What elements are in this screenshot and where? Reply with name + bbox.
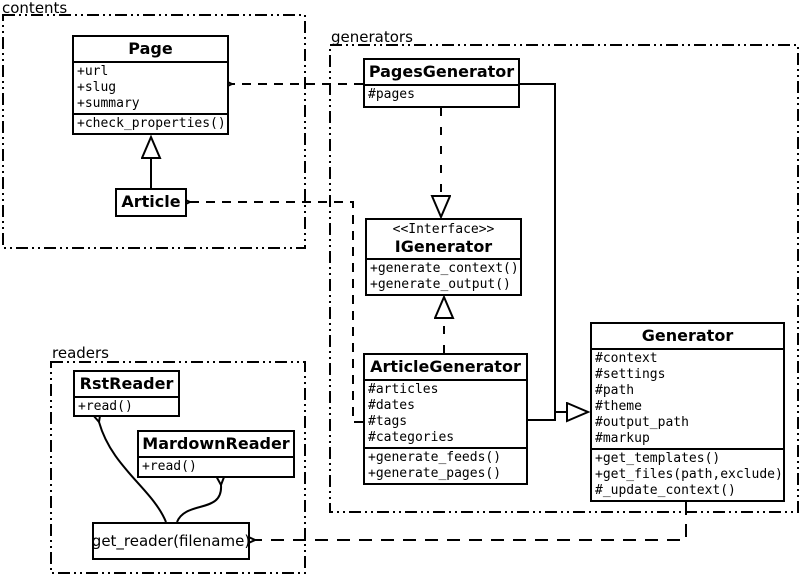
class-igenerator: <<Interface>> IGenerator +generate_conte… <box>365 218 522 296</box>
member-line: +generate_context() <box>370 261 519 276</box>
member-line: +slug <box>77 80 117 95</box>
member-line: #settings <box>595 367 666 382</box>
class-articlegenerator-methods: +generate_feeds()+generate_pages() <box>365 447 526 483</box>
member-line: +read() <box>78 399 133 414</box>
class-article: Article <box>115 188 187 217</box>
class-pagesgenerator-title: PagesGenerator <box>368 62 515 81</box>
class-igenerator-title: <<Interface>> IGenerator <box>367 220 520 258</box>
member-line: +generate_feeds() <box>368 450 502 465</box>
class-mardownreader: MardownReader +read() <box>137 430 295 478</box>
member-line: #dates <box>368 398 415 413</box>
function-get-reader: get_reader(filename) <box>92 522 250 560</box>
member-line: #pages <box>368 87 415 102</box>
member-line: +get_files(path,exclude) <box>595 467 783 482</box>
package-label-generators: generators <box>331 28 413 46</box>
class-articlegenerator-title: ArticleGenerator <box>370 357 521 376</box>
edge-articlegenerator-inherits-generator <box>528 410 556 421</box>
class-igenerator-stereotype: <<Interface>> <box>392 222 495 237</box>
class-page-methods: +check_properties() <box>74 113 227 133</box>
member-line: #categories <box>368 430 455 445</box>
member-line: #output_path <box>595 415 689 430</box>
class-generator-attributes: #context#settings#path#theme#output_path… <box>592 348 783 448</box>
edge-articlegenerator-depends-article <box>190 202 363 423</box>
edge-pagesgenerator-inherits-generator <box>520 83 567 412</box>
class-mardownreader-methods: +read() <box>139 456 293 476</box>
class-pagesgenerator-attributes: #pages <box>365 84 518 104</box>
class-page: Page +url+slug+summary +check_properties… <box>72 35 229 135</box>
member-line: #path <box>595 383 635 398</box>
edge-getreader-calls-rstreader <box>99 422 167 523</box>
package-label-readers: readers <box>52 344 109 362</box>
member-line: +check_properties() <box>77 116 226 131</box>
member-line: +get_templates() <box>595 451 721 466</box>
member-line: +generate_pages() <box>368 466 502 481</box>
class-rstreader: RstReader +read() <box>73 370 180 417</box>
function-get-reader-label: get_reader(filename) <box>91 532 251 550</box>
member-line: #theme <box>595 399 642 414</box>
class-page-attributes: +url+slug+summary <box>74 61 227 113</box>
class-pagesgenerator: PagesGenerator #pages <box>363 58 520 108</box>
class-rstreader-methods: +read() <box>75 396 178 415</box>
class-page-title: Page <box>128 39 173 58</box>
class-igenerator-methods: +generate_context()+generate_output() <box>367 258 520 294</box>
member-line: #articles <box>368 382 439 397</box>
class-generator-title: Generator <box>641 326 734 345</box>
class-generator: Generator #context#settings#path#theme#o… <box>590 322 785 502</box>
class-rstreader-title: RstReader <box>79 374 174 393</box>
member-line: +url <box>77 64 109 79</box>
class-mardownreader-title: MardownReader <box>142 434 290 453</box>
class-igenerator-name: IGenerator <box>394 237 493 256</box>
member-line: +read() <box>142 459 197 474</box>
member-line: +generate_output() <box>370 277 511 292</box>
package-readers-border <box>50 361 306 574</box>
class-articlegenerator: ArticleGenerator #articles#dates#tags#ca… <box>363 353 528 485</box>
edge-getreader-calls-mardownreader <box>176 485 221 523</box>
member-line: #context <box>595 351 658 366</box>
class-generator-methods: +get_templates()+get_files(path,exclude)… <box>592 448 783 500</box>
class-articlegenerator-attributes: #articles#dates#tags#categories <box>365 379 526 447</box>
member-line: #tags <box>368 414 408 429</box>
member-line: #_update_context() <box>595 483 736 498</box>
package-label-contents: contents <box>2 0 68 17</box>
package-contents-border <box>2 14 306 249</box>
member-line: #markup <box>595 431 650 446</box>
member-line: +summary <box>77 96 140 111</box>
class-article-title: Article <box>121 192 181 211</box>
edge-generator-depends-getreader <box>255 502 687 540</box>
package-generators-border <box>329 44 799 513</box>
